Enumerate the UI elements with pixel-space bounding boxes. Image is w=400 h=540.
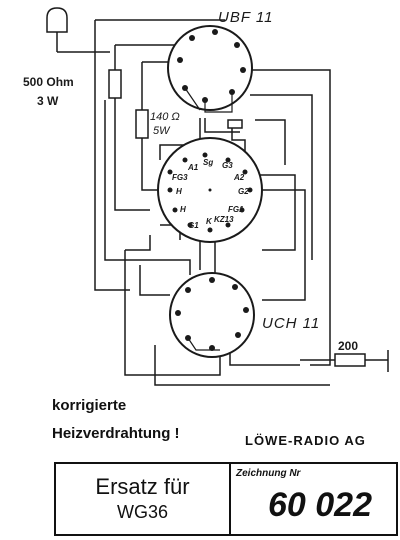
pin-label: G2: [238, 187, 249, 196]
pin-label: A1: [187, 163, 199, 172]
pin-label: KZ13: [214, 215, 234, 224]
tube-uch11-label: UCH 11: [262, 315, 320, 332]
tube-mid-socket: [157, 137, 263, 243]
pin-label: K: [206, 217, 213, 226]
drawing-number: 60 022: [268, 486, 372, 524]
antenna-symbol: [46, 7, 110, 53]
resistor-140-ohm-value: 140 Ω: [150, 111, 180, 123]
tube-ubf11: [167, 25, 253, 129]
pin-label: A2: [233, 173, 245, 182]
resistor-140-ohm: [135, 109, 149, 139]
pin-label: H: [180, 205, 186, 214]
resistor-500-ohm-value: 500 Ohm: [23, 75, 74, 89]
wiring: [94, 19, 389, 386]
note-line-1: korrigierte: [52, 397, 127, 414]
title-block-divider: [229, 464, 231, 534]
resistor-200-value: 200: [338, 339, 358, 353]
resistor-500-ohm: [108, 69, 122, 99]
resistor-140-ohm-power: 5W: [153, 125, 171, 137]
pin-label: G3: [222, 161, 233, 170]
pin-label: G1: [188, 221, 199, 230]
note-line-2: Heizverdrahtung !: [52, 425, 180, 442]
pin-label: FG1: [228, 205, 244, 214]
replacement-model: WG36: [116, 502, 168, 522]
pin-label: H: [176, 187, 182, 196]
title-block: Ersatz für WG36 Zeichnung Nr 60 022: [54, 462, 398, 536]
tube-ubf11-label: UBF 11: [218, 9, 273, 26]
replacement-label: Ersatz für: [95, 474, 190, 499]
drawing-number-label: Zeichnung Nr: [236, 468, 301, 479]
pin-label: FG3: [172, 173, 188, 182]
maker-name: LÖWE-RADIO AG: [245, 433, 366, 448]
resistor-500-ohm-power: 3 W: [37, 94, 59, 108]
pin-label: Sg: [203, 158, 213, 167]
mid-socket-pin-labels: Sg G3 A1 FG3 A2 H G2 FG1 H G1 K KZ13: [172, 158, 249, 230]
tube-uch11: [169, 272, 255, 358]
resistor-200: [334, 353, 366, 367]
